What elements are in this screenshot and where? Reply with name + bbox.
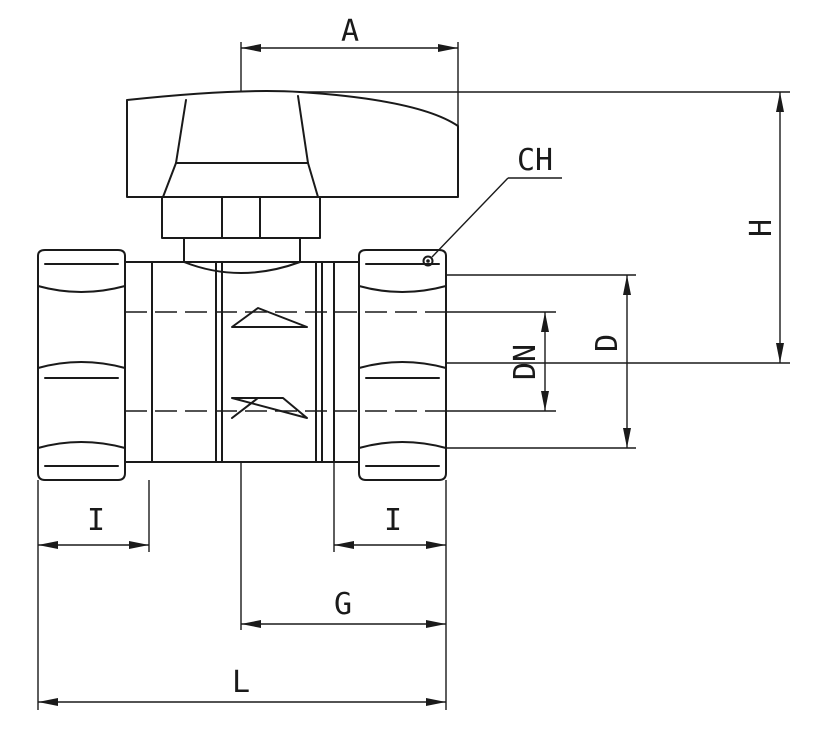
label-i-left: I [87,503,105,538]
label-h: H [744,219,779,237]
label-a: A [341,14,359,49]
ch-leader [422,177,562,267]
bore-hidden-lines [125,311,446,412]
dimension-lines [38,44,784,706]
label-dn: DN [508,344,543,380]
right-hex-nut [358,249,447,481]
extension-lines [37,42,790,710]
stem-nut [161,196,321,274]
label-i-right: I [384,503,402,538]
dimension-labels: A CH H D DN I I G L [87,14,779,700]
t-handle [126,90,459,198]
label-g: G [334,587,352,622]
left-hex-nut [37,249,126,481]
valve-body [124,261,360,463]
ball-symbols [231,307,308,419]
label-d: D [590,334,625,352]
label-l: L [232,665,250,700]
label-ch: CH [517,143,553,178]
